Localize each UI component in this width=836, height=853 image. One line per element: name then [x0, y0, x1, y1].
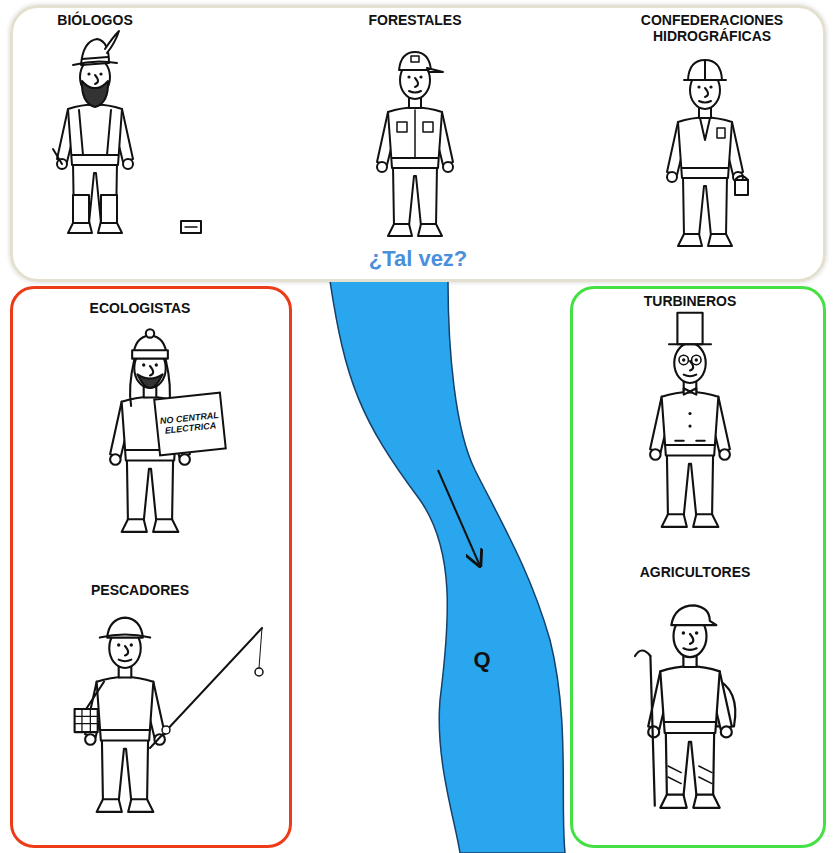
- forester-figure-part: [377, 61, 453, 236]
- ecologist-figure-part: [137, 374, 162, 388]
- turbine-owner-figure-part: [688, 425, 691, 428]
- fishing-rod-part: [255, 668, 263, 676]
- farmer-figure: [635, 605, 735, 807]
- biologist-figure-part: [105, 31, 119, 53]
- forester-figure: [377, 52, 453, 236]
- river-shape: Q: [300, 282, 570, 853]
- farmer-figure-part: [635, 651, 650, 657]
- turbine-owner-figure-part: [675, 440, 704, 442]
- biologist-figure-part: [57, 58, 133, 233]
- turbine-owner-figure-part: [650, 343, 730, 527]
- water-authority-figure-part: [735, 180, 748, 195]
- water-authority-figure-part: [700, 118, 710, 140]
- turbine-owner-figure-part: [684, 388, 697, 394]
- group-label: CONFEDERACIONES HIDROGRÁFICAS: [622, 12, 802, 44]
- turbine-owner-figure-part: [679, 355, 688, 364]
- fisherman-figure-part: [75, 709, 98, 732]
- biologist-figure-part: [181, 221, 201, 233]
- biologist-figure-part: [101, 195, 117, 223]
- fisherman-figure-part: [86, 682, 104, 709]
- flow-arrow: [438, 470, 480, 566]
- forester-figure-part: [397, 122, 407, 132]
- water-authority-figure-part: [667, 71, 743, 246]
- river-outline: [300, 282, 570, 853]
- biologist-figure-part: [73, 61, 117, 65]
- fisherman-figure-part: [100, 634, 150, 637]
- water-authority-figure-part: [735, 176, 748, 180]
- fishing-rod-part: [150, 628, 262, 748]
- water-authority-figure: [667, 60, 748, 246]
- water-authority-figure-part: [717, 128, 725, 138]
- forester-figure-part: [427, 68, 443, 72]
- farmer-figure-part: [668, 766, 712, 784]
- forester-figure-part: [399, 52, 431, 70]
- protest-sign: [154, 393, 225, 456]
- flow-symbol: Q: [462, 647, 502, 672]
- ecologist-figure-part: [146, 329, 154, 337]
- fishing-rod: [150, 628, 263, 748]
- question-label: ¿Tal vez?: [338, 246, 498, 271]
- ecologist-figure-part: [132, 350, 168, 358]
- biologist-figure-part: [82, 57, 108, 59]
- biologist-figure: [53, 31, 201, 233]
- fisherman-figure-part: [75, 709, 98, 732]
- group-label: BIÓLOGOS: [30, 12, 160, 28]
- turbine-owner-figure-part: [688, 412, 691, 415]
- biologist-figure-part: [185, 226, 197, 228]
- water-authority-figure-part: [684, 60, 726, 80]
- sign-text: NO CENTRAL ELECTRICA: [159, 411, 221, 437]
- biologist-figure-part: [79, 110, 111, 155]
- fishing-rod-part: [162, 726, 170, 734]
- fishing-rod-part: [259, 628, 262, 668]
- group-label: FORESTALES: [350, 12, 480, 28]
- forester-figure-part: [423, 122, 433, 132]
- turbine-owner-figure: [650, 313, 730, 527]
- farmer-figure-part: [671, 605, 716, 625]
- farmer-figure-part: [650, 656, 654, 806]
- turbine-owner-figure-part: [692, 355, 701, 364]
- group-label: ECOLOGISTAS: [60, 300, 220, 316]
- farmer-figure-part: [648, 615, 732, 808]
- biologist-figure-part: [82, 81, 108, 107]
- forester-figure-part: [414, 110, 416, 158]
- group-label: PESCADORES: [60, 582, 220, 598]
- protest-sign-part: [154, 393, 225, 456]
- stakeholder-panel: BIÓLOGOS FORESTALES CONFEDERACIONES HIDROG…: [10, 5, 826, 282]
- turbine-owner-figure-part: [669, 343, 711, 345]
- opposing-panel: ECOLOGISTAS PESCADORES: [10, 286, 292, 848]
- turbine-owner-figure-part: [677, 313, 702, 345]
- river-water: [330, 282, 565, 853]
- group-label: AGRICULTORES: [610, 564, 780, 580]
- group-label: TURBINEROS: [610, 293, 770, 309]
- fisherman-figure: [75, 618, 165, 812]
- favouring-panel: TURBINEROS AGRICULTORES: [570, 286, 826, 848]
- biologist-figure-part: [73, 195, 89, 223]
- forester-figure-part: [411, 56, 419, 62]
- biologist-figure-part: [53, 149, 62, 164]
